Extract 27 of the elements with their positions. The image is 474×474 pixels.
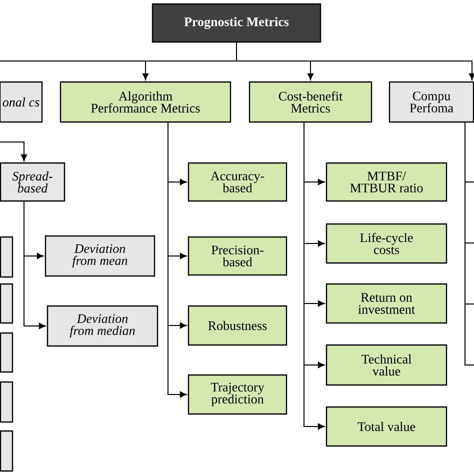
metric-box: Total value (326, 406, 448, 447)
metric-box: Return on investment (326, 283, 448, 324)
arrow (168, 122, 187, 398)
arrow (304, 122, 325, 430)
title-box: Prognostic Metrics (152, 3, 322, 43)
category-box: Cost-benefit Metrics (248, 81, 372, 123)
empty-box (0, 332, 14, 373)
empty-box (0, 236, 14, 278)
arrow (236, 42, 474, 80)
metric-box: Robustness (188, 305, 288, 346)
empty-box (0, 381, 14, 423)
category-box: Compu Perfoma (388, 81, 474, 123)
category-box: onal cs (0, 81, 43, 123)
metric-box: Accuracy-based (188, 162, 288, 202)
metric-box: Deviation from mean (44, 235, 156, 277)
metric-box: Trajectory prediction (188, 374, 288, 415)
metric-box: Spread-based (0, 162, 66, 202)
metric-box: Life-cycle costs (326, 223, 448, 264)
arrow (0, 142, 28, 162)
metric-box: MTBF/ MTBUR ratio (326, 162, 448, 202)
metric-box: Deviation from median (46, 305, 158, 347)
empty-box (0, 283, 14, 324)
arrow (24, 200, 46, 330)
empty-box (0, 430, 14, 472)
category-box: Algorithm Performance Metrics (60, 81, 232, 123)
metric-box: Technical value (326, 344, 448, 386)
metric-box: Precision-based (188, 236, 288, 276)
